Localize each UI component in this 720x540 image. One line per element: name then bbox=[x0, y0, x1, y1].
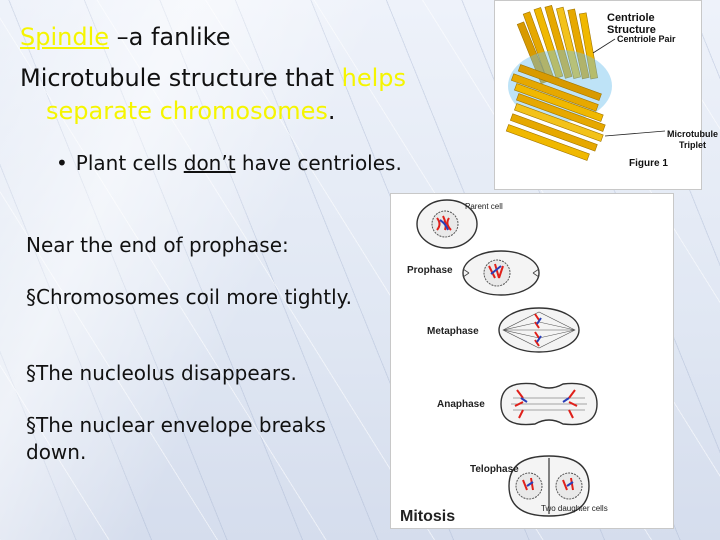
prophase-heading: Near the end of prophase: bbox=[26, 233, 289, 257]
definition-period: . bbox=[327, 97, 336, 125]
anaphase-label: Anaphase bbox=[437, 399, 485, 410]
triplet-label-1: Microtubule bbox=[667, 129, 718, 139]
telophase-label: Telophase bbox=[470, 464, 519, 475]
title-keyword: Spindle bbox=[20, 23, 110, 51]
title-rest: –a fanlike bbox=[109, 23, 231, 51]
definition-highlight-2: separate chromosomes bbox=[46, 97, 328, 125]
bullet-icon: • bbox=[56, 151, 68, 175]
triplet-label-2: Triplet bbox=[679, 140, 707, 150]
bullet-underlined: don’t bbox=[183, 151, 236, 175]
bullet-text: Plant cells bbox=[75, 151, 184, 175]
metaphase-label: Metaphase bbox=[427, 326, 479, 337]
slide-title: Spindle –a fanlike bbox=[20, 22, 231, 52]
definition-highlight: helps bbox=[341, 64, 407, 92]
metaphase-cell bbox=[498, 307, 580, 353]
vertical-centriole bbox=[516, 4, 599, 85]
daughter-cells-label: Two daughter cells bbox=[541, 504, 608, 513]
bullet-text-end: have centrioles. bbox=[235, 151, 402, 175]
centriole-pair-label: Centriole Pair bbox=[617, 34, 676, 44]
prophase-label: Prophase bbox=[407, 265, 453, 276]
figure-label: Figure 1 bbox=[629, 158, 668, 169]
definition-line-1: Microtubule structure that helps bbox=[20, 63, 406, 93]
parent-cell bbox=[416, 199, 478, 249]
prophase-item-3: §The nuclear envelope breaks down. bbox=[26, 413, 326, 464]
pair-pointer bbox=[592, 38, 616, 54]
bullet-point: • Plant cells don’t have centrioles. bbox=[56, 148, 402, 178]
parent-cell-label: Parent cell bbox=[465, 202, 503, 211]
definition-line-2: separate chromosomes. bbox=[46, 96, 336, 126]
mitosis-title: Mitosis bbox=[400, 508, 456, 525]
prophase-item-1: §Chromosomes coil more tightly. bbox=[26, 285, 352, 309]
telophase-cell bbox=[508, 455, 590, 517]
centriole-figure: Centriole Structure Centriole Pair Micro… bbox=[494, 0, 718, 190]
mitosis-illustration bbox=[416, 199, 598, 517]
mitosis-figure: Parent cell Prophase Metaphase Anaphase … bbox=[390, 193, 674, 529]
prophase-item-2: §The nucleolus disappears. bbox=[26, 361, 297, 385]
anaphase-cell bbox=[500, 382, 598, 426]
horizontal-centriole bbox=[505, 64, 606, 161]
centriole-illustration bbox=[505, 4, 666, 161]
definition-text: Microtubule structure that bbox=[20, 64, 342, 92]
centriole-title: Centriole Structure bbox=[607, 12, 656, 36]
triplet-pointer bbox=[604, 130, 666, 137]
prophase-cell bbox=[462, 250, 540, 296]
